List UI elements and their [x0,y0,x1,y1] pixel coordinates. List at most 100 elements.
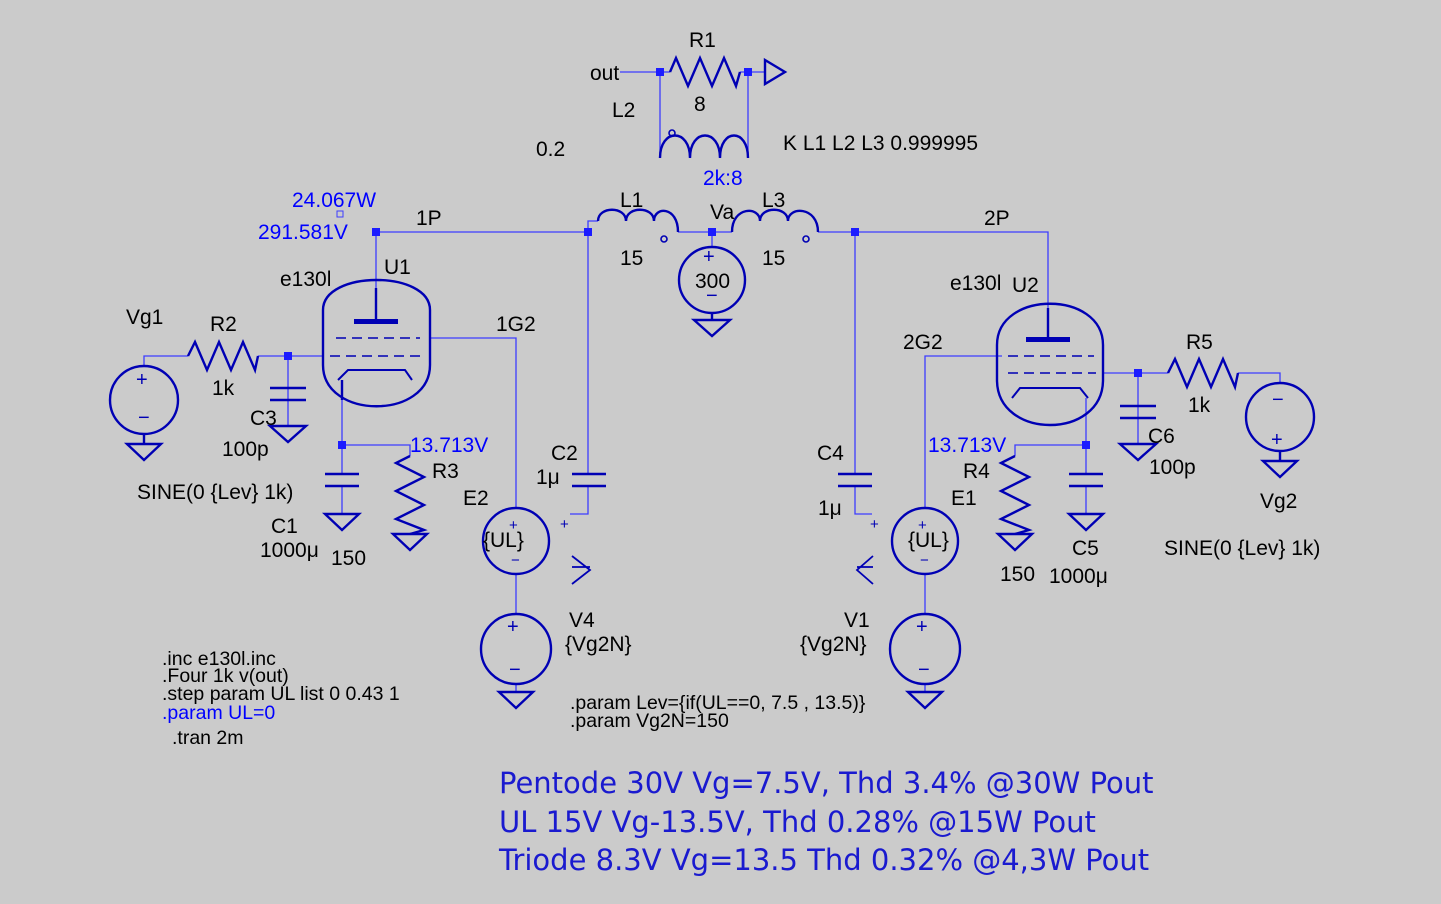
directive-param-ul: .param UL=0 [162,702,275,724]
spice-directives: .inc e130l.inc .Four 1k v(out) .step par… [162,648,866,749]
label-u1-voltage: 291.581V [258,221,348,244]
voltage-source-v1 [888,612,962,710]
label-c4: C4 [817,442,844,465]
tube-u1 [321,278,432,408]
svg-text:−: − [511,552,520,569]
label-v4: V4 [569,609,595,632]
capacitor-c5 [1065,472,1107,532]
svg-text:+: + [1271,429,1283,451]
label-e2-value: {UL} [483,529,524,552]
inductor-l1 [596,208,680,243]
label-c6: C6 [1148,425,1175,448]
label-sine2: SINE(0 {Lev} 1k) [1164,537,1320,560]
label-l1-value: 15 [620,247,643,270]
label-c4-value: 1μ [818,497,842,520]
label-u1-model: e130l [280,268,331,291]
capacitor-c4 [838,472,872,488]
label-c5-value: 1000μ [1049,565,1108,588]
svg-text:+: + [870,516,879,533]
label-c1: C1 [271,515,298,538]
label-r1-value: 8 [694,93,706,116]
label-e1: E1 [951,487,977,510]
directive-step: .step param UL list 0 0.43 1 [162,683,400,705]
label-r4-value: 150 [1000,563,1035,586]
label-l3-value: 15 [762,247,785,270]
label-u2: U2 [1012,274,1039,297]
label-r5-value: 1k [1188,394,1211,417]
voltage-source-v4 [479,612,553,710]
directive-param-lev: .param Lev={if(UL==0, 7.5 , 13.5)} [570,692,866,714]
resistor-r4 [994,454,1036,552]
capacitor-c2 [572,472,606,488]
svg-text:−: − [1272,389,1284,411]
label-c3-value: 100p [222,438,269,461]
ground-arrow-r1 [763,57,788,87]
label-va: Va [710,201,734,224]
svg-text:+: + [560,516,569,533]
resistor-r1 [668,54,742,90]
label-v1-value: {Vg2N} [800,633,867,656]
voltage-source-vg2 [1244,381,1316,479]
svg-text:−: − [918,659,930,681]
label-c1-value: 1000μ [260,539,319,562]
voltage-source-vg1 [108,364,180,462]
label-u2-model: e130l [950,272,1001,295]
label-vg1: Vg1 [126,306,163,329]
capacitor-c1 [321,472,363,532]
label-r4: R4 [963,460,990,483]
inductor-l2 [658,129,750,159]
svg-text:+: + [507,616,519,638]
label-l1: L1 [620,189,643,212]
result-notes: Pentode 30V Vg=7.5V, Thd 3.4% @30W Pout … [498,766,1154,877]
svg-text:+: + [509,517,518,534]
label-turns-ratio: 2k:8 [703,167,743,190]
label-c3: C3 [250,407,277,430]
vcvs-e1 [855,506,960,585]
note-triode: Triode 8.3V Vg=13.5 Thd 0.32% @4,3W Pout [498,843,1149,877]
label-c6-value: 100p [1149,456,1196,479]
resistor-r5 [1166,355,1240,391]
tube-u2 [995,302,1105,427]
directive-inc: .inc e130l.inc [162,648,276,670]
inductor-l3 [730,208,820,243]
label-k-statement: K L1 L2 L3 0.999995 [783,132,978,155]
label-net-2g2: 2G2 [903,331,943,354]
label-r3-value: 150 [331,547,366,570]
label-v4-value: {Vg2N} [565,633,632,656]
voltage-source-300 [677,245,747,338]
svg-text:+: + [703,246,715,268]
svg-text:−: − [509,659,521,681]
directive-param-vg2n: .param Vg2N=150 [570,710,729,732]
label-out-net: out [590,62,619,85]
label-supply-value: 300 [695,270,730,293]
component-labels: R1 8 out L2 0.2 K L1 L2 L3 0.999995 2k:8… [126,29,1320,656]
label-sine1: SINE(0 {Lev} 1k) [137,481,293,504]
directive-four: .Four 1k v(out) [162,665,289,687]
vcvs-e2 [481,506,592,585]
label-e1-value: {UL} [908,529,949,552]
label-r3: R3 [432,460,459,483]
label-r3-voltage: 13.713V [410,434,488,457]
wires [143,71,1281,692]
label-net-2p: 2P [984,207,1010,230]
polarity-marks: +− +− −+ +− + +− + +− +− [136,246,1284,681]
label-r1: R1 [689,29,716,52]
svg-text:−: − [920,552,929,569]
resistor-r3 [389,454,431,552]
svg-text:+: + [136,369,148,391]
capacitor-c6 [1116,404,1160,462]
label-r2: R2 [210,313,237,336]
junctions [284,68,1142,449]
svg-text:+: + [918,517,927,534]
label-v1: V1 [844,609,870,632]
label-net-1g2: 1G2 [496,313,536,336]
label-r5: R5 [1186,331,1213,354]
label-c2-value: 1μ [536,466,560,489]
label-vg2: Vg2 [1260,490,1297,513]
note-pentode: Pentode 30V Vg=7.5V, Thd 3.4% @30W Pout [499,766,1154,800]
label-net-1p: 1P [416,207,442,230]
label-r4-voltage: 13.713V [928,434,1006,457]
label-r2-value: 1k [212,377,235,400]
label-e2: E2 [463,487,489,510]
